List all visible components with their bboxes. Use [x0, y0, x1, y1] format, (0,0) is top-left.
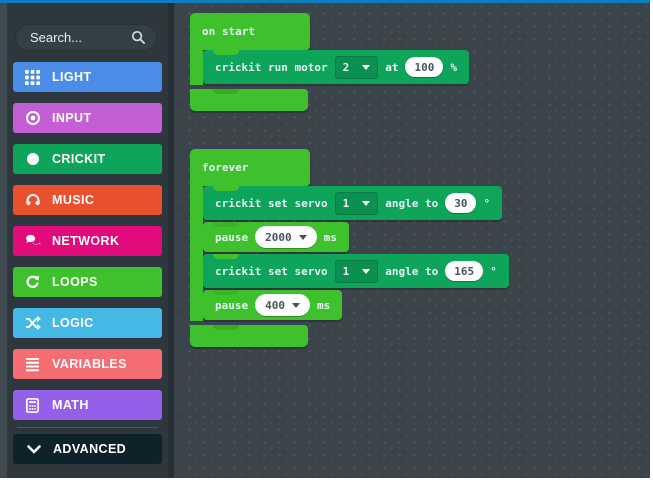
block-label: at	[385, 60, 399, 74]
on-start-group: on start crickit run motor 2 at 100 %	[190, 13, 469, 111]
block-label: °	[483, 196, 491, 210]
block-workspace[interactable]: on start crickit run motor 2 at 100 %	[180, 3, 650, 478]
block-label: forever	[202, 161, 249, 174]
pause-duration-dropdown-2[interactable]: 400	[255, 294, 310, 316]
sidebar-item-label: INPUT	[52, 111, 92, 125]
block-forever[interactable]: forever	[190, 149, 310, 186]
circle-icon	[24, 151, 41, 168]
forever-bottom[interactable]	[190, 325, 308, 347]
on-start-bottom[interactable]	[190, 89, 308, 111]
block-label: pause	[215, 298, 249, 312]
target-icon	[24, 110, 41, 127]
sidebar-item-label: MATH	[52, 398, 89, 412]
motor-speed-input[interactable]: 100	[405, 57, 444, 77]
chat-icon	[24, 233, 41, 250]
block-pause-1[interactable]: pause 2000 ms	[203, 222, 349, 252]
sidebar-item-variables[interactable]: VARIABLES	[13, 349, 162, 379]
list-icon	[24, 356, 41, 373]
block-label: °	[490, 264, 497, 278]
block-label: angle to	[385, 196, 439, 210]
block-label: crickit run motor	[215, 60, 328, 74]
calculator-icon	[24, 397, 41, 414]
forever-spine	[190, 185, 203, 321]
block-crickit-run-motor[interactable]: crickit run motor 2 at 100 %	[203, 50, 469, 84]
on-start-spine	[190, 49, 203, 85]
sidebar-item-label: LOGIC	[52, 316, 94, 330]
editor-area: LIGHT INPUT CRICKIT	[0, 0, 650, 478]
block-label: on start	[202, 25, 255, 38]
headphones-icon	[24, 192, 41, 209]
top-border	[0, 0, 650, 3]
dropdown-caret-icon	[362, 268, 371, 274]
shuffle-icon	[24, 315, 41, 332]
sidebar-item-label: MUSIC	[52, 193, 95, 207]
block-label: ms	[323, 230, 337, 244]
search-icon[interactable]	[131, 30, 146, 45]
angle-value-input-2[interactable]: 165	[445, 261, 484, 281]
sidebar-item-logic[interactable]: LOGIC	[13, 308, 162, 338]
forever-group: forever crickit set servo 1 angle to 30 …	[190, 149, 650, 347]
dropdown-caret-icon	[292, 302, 300, 308]
sidebar-item-crickit[interactable]: CRICKIT	[13, 144, 162, 174]
motor-select-dropdown[interactable]: 2	[334, 55, 379, 79]
refresh-icon	[24, 274, 41, 291]
dropdown-caret-icon	[362, 64, 371, 70]
dropdown-caret-icon	[298, 234, 307, 240]
sidebar-item-label: ADVANCED	[53, 442, 127, 456]
sidebar-item-light[interactable]: LIGHT	[13, 62, 162, 92]
category-list: LIGHT INPUT CRICKIT	[13, 62, 162, 431]
servo-select-dropdown-1[interactable]: 1	[334, 191, 379, 215]
sidebar-item-music[interactable]: MUSIC	[13, 185, 162, 215]
toolbox-divider	[17, 427, 158, 428]
block-pause-2[interactable]: pause 400 ms	[203, 290, 343, 320]
dropdown-caret-icon	[362, 200, 371, 206]
chevron-down-icon	[26, 441, 42, 457]
block-label: pause	[215, 230, 249, 244]
left-gutter	[0, 3, 7, 478]
block-label: ms	[317, 298, 331, 312]
sidebar-item-label: LIGHT	[52, 70, 92, 84]
sidebar-item-network[interactable]: NETWORK	[13, 226, 162, 256]
sidebar-item-math[interactable]: MATH	[13, 390, 162, 420]
toolbox-search[interactable]	[15, 24, 157, 51]
sidebar-item-advanced[interactable]: ADVANCED	[13, 434, 162, 464]
block-set-servo-1[interactable]: crickit set servo 1 angle to 30 °	[203, 186, 503, 220]
sidebar-item-label: LOOPS	[52, 275, 98, 289]
sidebar-item-input[interactable]: INPUT	[13, 103, 162, 133]
sidebar-item-label: CRICKIT	[52, 152, 106, 166]
angle-value-input-1[interactable]: 30	[445, 193, 477, 213]
search-input[interactable]	[30, 30, 131, 45]
block-label: crickit set servo	[215, 196, 328, 210]
block-toolbox: LIGHT INPUT CRICKIT	[7, 3, 174, 478]
block-label: %	[450, 60, 457, 74]
block-label: angle to	[385, 264, 439, 278]
block-label: crickit set servo	[215, 264, 328, 278]
pause-duration-dropdown-1[interactable]: 2000	[255, 226, 317, 248]
grid-icon	[24, 69, 41, 86]
sidebar-item-loops[interactable]: LOOPS	[13, 267, 162, 297]
block-on-start[interactable]: on start	[190, 13, 310, 50]
sidebar-item-label: VARIABLES	[52, 357, 127, 371]
block-set-servo-2[interactable]: crickit set servo 1 angle to 165 °	[203, 254, 509, 288]
servo-select-dropdown-2[interactable]: 1	[334, 259, 379, 283]
sidebar-item-label: NETWORK	[52, 234, 120, 248]
